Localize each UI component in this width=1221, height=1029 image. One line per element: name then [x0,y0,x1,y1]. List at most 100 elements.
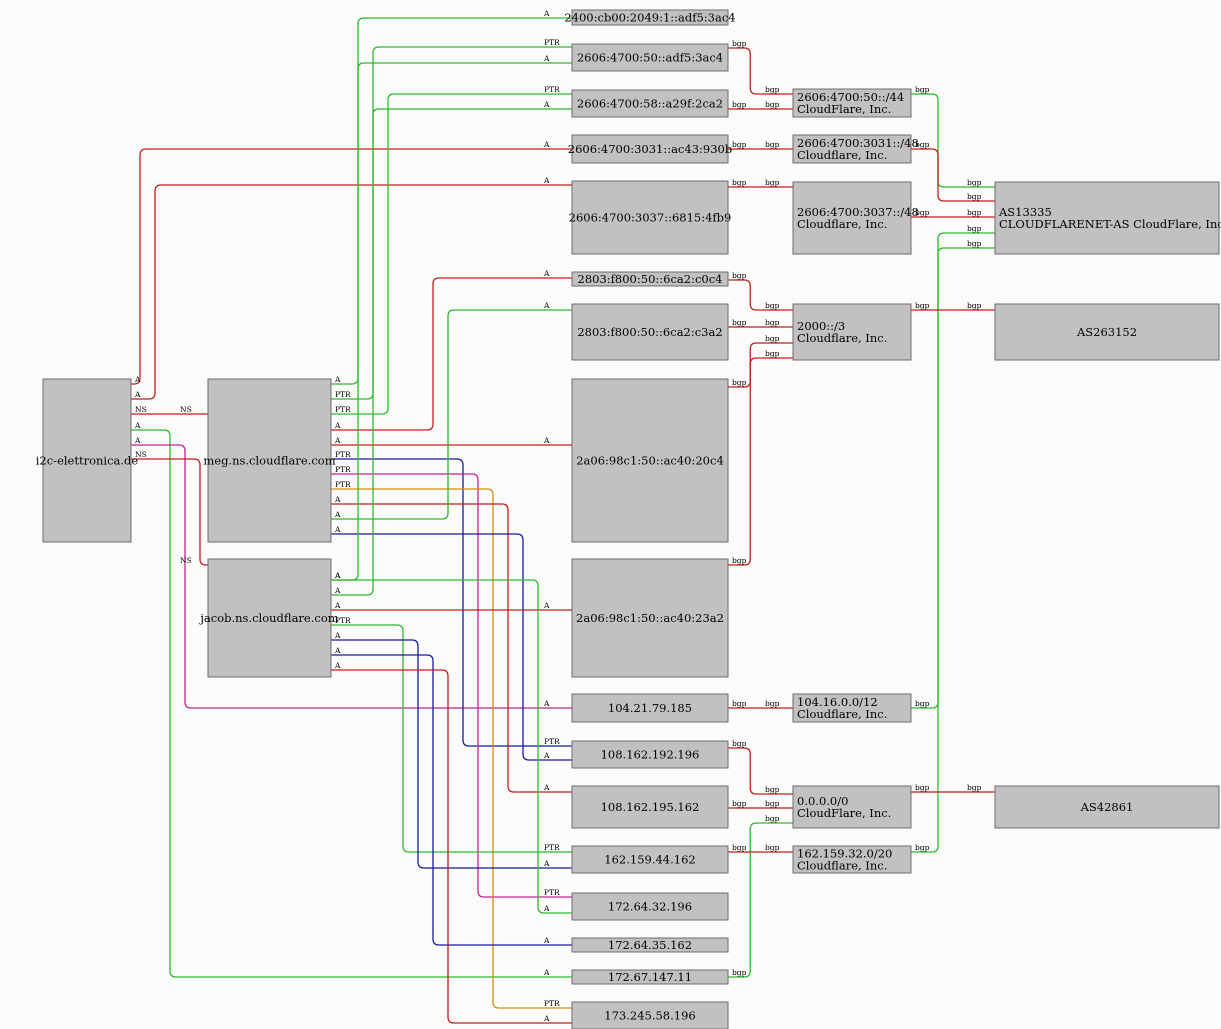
edge-domain-ip5: AA [131,176,572,400]
edge-label-target: PTR [544,85,560,94]
node-label: i2c-elettronica.de [36,454,139,468]
node-ip7: 2803:f800:50::6ca2:c3a2 [571,303,729,361]
edge-label-target: bgp [765,140,780,149]
edge-label-source: A [334,375,341,384]
edge-label-source: bgp [732,140,747,149]
node-ip9: 2a06:98c1:50::ac40:23a2 [571,558,729,678]
edge-meg-ip11: AA [331,525,572,761]
edge-meg-ip3: PTR PTR [331,85,572,415]
edge-label-source: A [134,436,141,445]
edge-meg-ip12: AA [331,495,572,793]
edge-label-source: bgp [915,699,930,708]
node-label: CLOUDFLARENET-AS CloudFlare, Inc. [999,217,1221,231]
edge-ip4-pf2: bgp bgp [728,140,793,150]
edge-label-source: bgp [732,843,747,852]
edge-label-target: bgp [967,239,982,248]
edge-label-source: PTR [335,405,351,414]
edge-label-source: bgp [915,85,930,94]
node-label: 2606:4700:3037::/48 [797,205,919,219]
node-ip8: 2a06:98c1:50::ac40:20c4 [571,378,729,543]
node-label: AS13335 [998,205,1052,219]
edge-label-target: A [543,601,550,610]
edge-label-source: bgp [915,140,930,149]
node-ip12: 108.162.195.162 [571,785,729,829]
node-ip10: 104.21.79.185 [571,693,729,723]
edge-ip7-pf4: bgp bgp [728,318,793,328]
node-label: 2000::/3 [797,319,845,333]
edge-label-source: A [334,571,341,580]
edge-label-target: bgp [765,301,780,310]
node-meg: meg.ns.cloudflare.com [203,378,336,543]
edge-label-target: PTR [544,843,560,852]
edge-domain-ip16: AA [131,421,572,978]
edge-label-target: NS [180,556,192,565]
node-label: AS42861 [1080,800,1134,814]
node-label: AS263152 [1076,325,1137,339]
edge-label-source: bgp [732,271,747,280]
node-label: 2606:4700:50::/44 [797,90,904,104]
edge-label-source: bgp [915,783,930,792]
edge-domain-ip10: AA [131,436,572,709]
node-ip11: 108.162.192.196 [571,740,729,769]
node-label: 104.16.0.0/12 [797,695,878,709]
edge-jacob-ip17: AA [331,661,572,1024]
edge-label-source: A [334,421,341,430]
edge-meg-ip2: PTR PTR [331,38,572,400]
edge-label-target: A [543,859,550,868]
edge-label-target: bgp [765,785,780,794]
edge-label-target: bgp [765,699,780,708]
edge-jacob-ip15: AA [331,646,572,946]
edge-label-target: bgp [765,799,780,808]
edge-label-target: A [543,936,550,945]
edge-label-source: A [334,661,341,670]
edge-label-target: PTR [544,888,560,897]
node-label: 0.0.0.0/0 [797,794,848,808]
node-label: 2a06:98c1:50::ac40:23a2 [576,611,724,625]
edge-label-target: PTR [544,38,560,47]
edge-label-target: bgp [765,318,780,327]
edge-label-source: NS [135,450,147,459]
edge-label-target: A [543,783,550,792]
edge-pf7-as1: bgp bgp [911,239,995,853]
edge-label-target: A [543,1014,550,1023]
node-ip6: 2803:f800:50::6ca2:c0c4 [571,271,729,287]
edge-label-source: A [334,525,341,534]
node-label: 2803:f800:50::6ca2:c0c4 [578,272,723,286]
node-ip13: 162.159.44.162 [571,845,729,874]
node-label: 2606:4700:3031::/48 [797,136,919,150]
node-as3: AS42861 [994,785,1220,829]
node-ip5: 2606:4700:3037::6815:4fb9 [569,180,731,255]
edge-label-target: bgp [967,192,982,201]
node-label: meg.ns.cloudflare.com [203,454,335,468]
edge-domain-ip4: AA [131,140,572,385]
edge-label-target: A [543,699,550,708]
node-label: Cloudflare, Inc. [797,331,887,345]
edge-label-source: A [134,375,141,384]
node-label: 172.67.147.11 [608,970,692,984]
edge-jacob-ip13: AA [331,631,572,869]
edge-label-source: bgp [915,843,930,852]
node-ip4: 2606:4700:3031::ac43:930b [568,134,732,164]
edge-label-source: bgp [732,318,747,327]
edge-label-target: A [543,968,550,977]
edge-label-source: bgp [915,301,930,310]
node-label: 108.162.192.196 [601,748,700,762]
node-label: 2606:4700:50::adf5:3ac4 [577,51,723,65]
node-jacob: jacob.ns.cloudflare.com [198,558,339,678]
node-ip14: 172.64.32.196 [571,892,729,921]
edge-label-source: A [334,601,341,610]
edge-meg-ip17: PTR PTR [331,480,572,1009]
node-label: 2606:4700:58::a29f:2ca2 [577,97,723,111]
